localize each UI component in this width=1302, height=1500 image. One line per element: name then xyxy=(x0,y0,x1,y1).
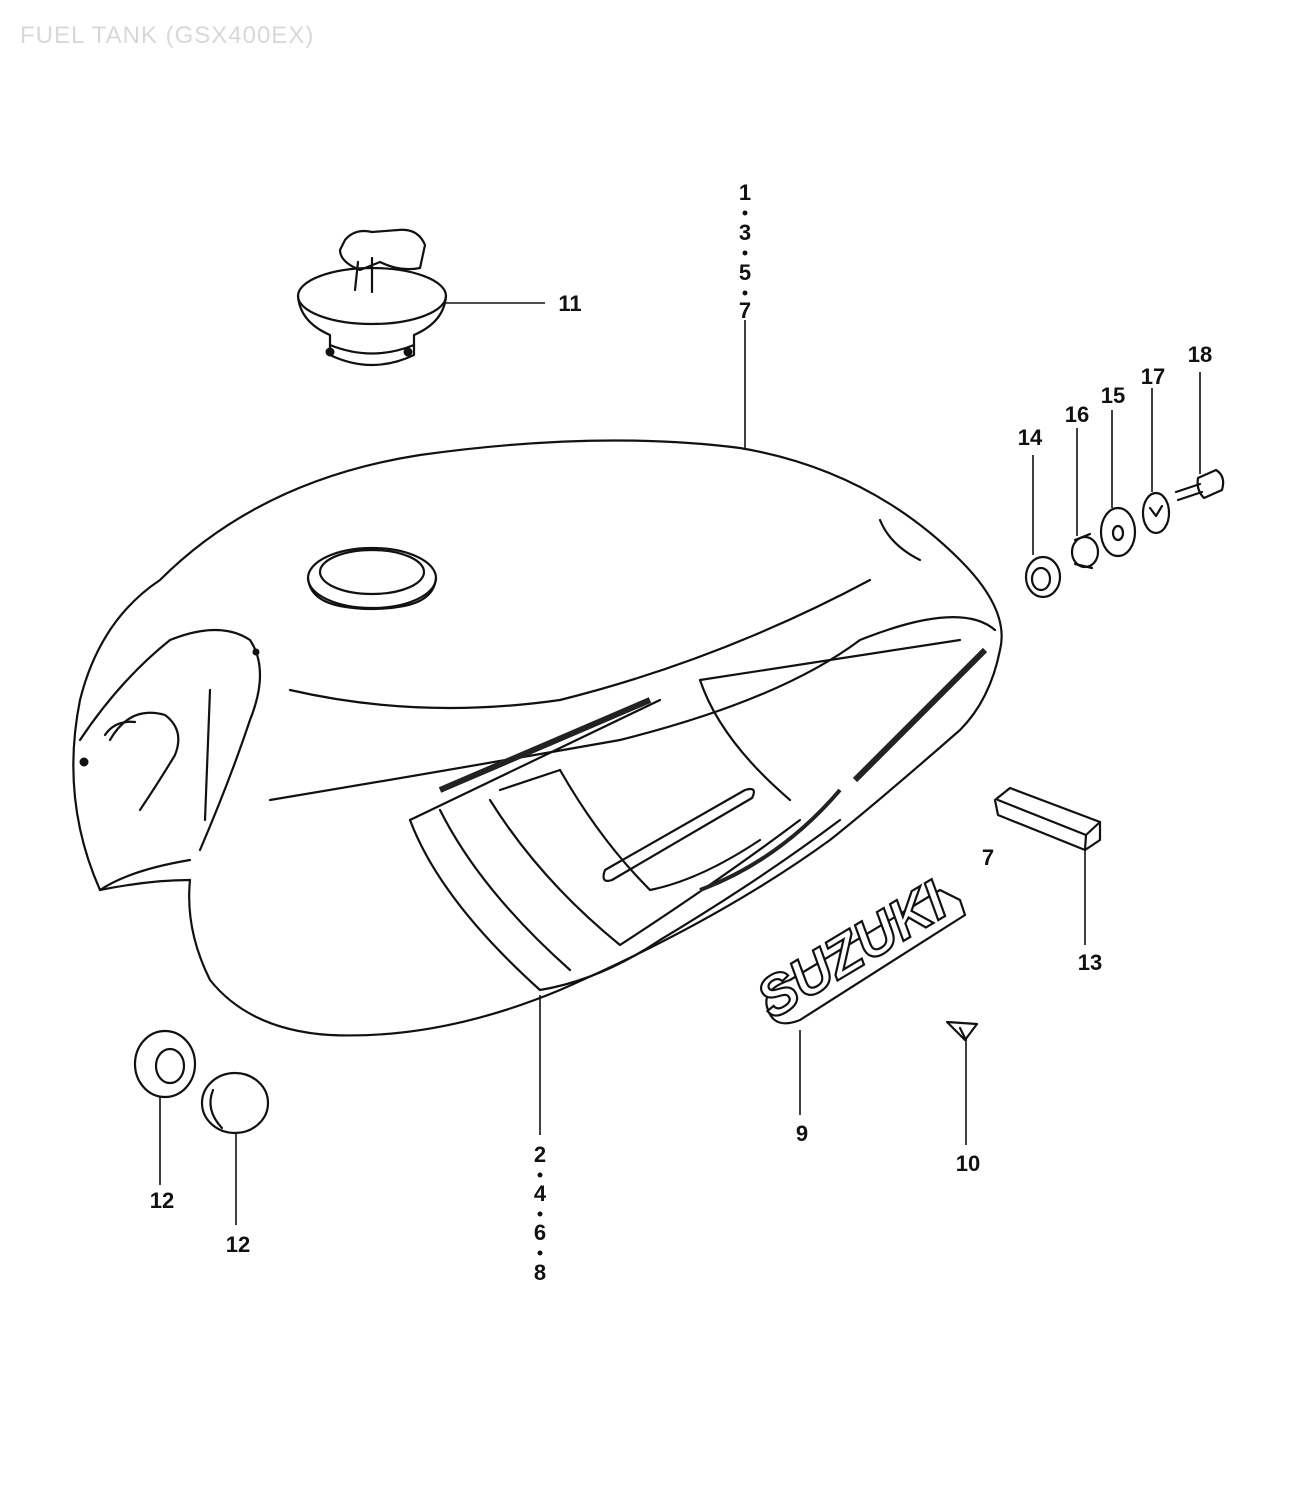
suzuki-emblem: SUZUKI xyxy=(745,867,967,1115)
label-11: 11 xyxy=(558,291,581,316)
tank-pad xyxy=(993,786,1102,945)
label-17: 17 xyxy=(1141,364,1165,389)
label-12-a: 12 xyxy=(150,1188,174,1213)
label-3: 3 xyxy=(739,220,751,245)
label-13: 13 xyxy=(1078,950,1102,975)
label-12-b: 12 xyxy=(226,1232,250,1257)
fuel-cap xyxy=(296,228,545,367)
callout-1-3-5-7: 1 3 5 7 xyxy=(739,180,751,323)
label-2: 2 xyxy=(534,1142,546,1167)
cushion-right xyxy=(200,1071,270,1225)
item-15-washer xyxy=(1099,410,1137,558)
label-14: 14 xyxy=(1018,425,1043,450)
callout-2-4-6-8: 2 4 6 8 xyxy=(534,1142,547,1285)
label-18: 18 xyxy=(1188,342,1212,367)
label-emblem-7: 7 xyxy=(982,845,994,870)
fuel-tank-body xyxy=(72,320,1003,1135)
label-1: 1 xyxy=(739,180,751,205)
label-10: 10 xyxy=(956,1151,980,1176)
item-16-collar xyxy=(1070,428,1100,570)
label-9: 9 xyxy=(796,1121,808,1146)
cushion-left xyxy=(133,1029,197,1185)
label-5: 5 xyxy=(739,260,751,285)
screw xyxy=(945,1020,979,1145)
item-17-washer xyxy=(1141,388,1171,535)
label-8: 8 xyxy=(534,1260,546,1285)
label-16: 16 xyxy=(1065,402,1089,427)
item-14-grommet xyxy=(1024,455,1062,599)
diagram-title: FUEL TANK (GSX400EX) xyxy=(20,22,315,49)
item-18-bolt xyxy=(1174,372,1225,502)
emblem-text: SUZUKI xyxy=(746,868,958,1030)
label-4: 4 xyxy=(534,1181,547,1206)
label-7: 7 xyxy=(739,298,751,323)
mounting-hardware xyxy=(1024,372,1225,599)
label-15: 15 xyxy=(1101,383,1125,408)
label-6: 6 xyxy=(534,1220,546,1245)
